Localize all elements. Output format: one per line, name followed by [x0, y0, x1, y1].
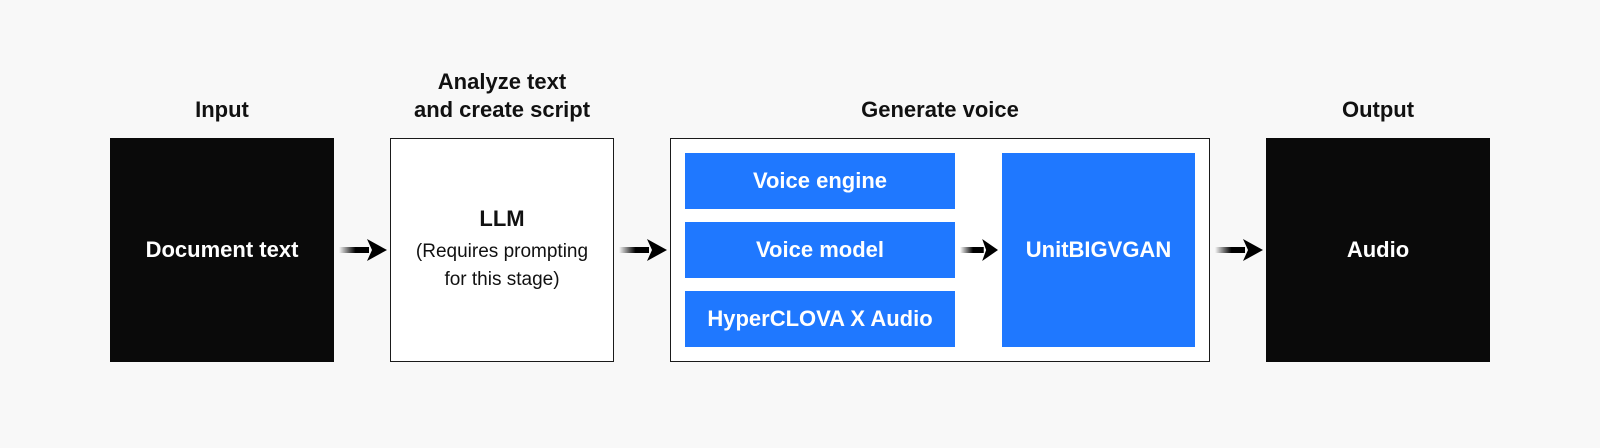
arrow-icon [1215, 239, 1263, 261]
voice-model-block: Voice model [685, 222, 955, 278]
llm-note-line2: for this stage) [444, 269, 560, 290]
arrow-icon [339, 239, 387, 261]
audio-box: Audio [1266, 138, 1490, 362]
analyze-title-line1: Analyze text [437, 69, 567, 94]
arrow-icon [960, 239, 998, 261]
generate-stage-title: Generate voice [861, 97, 1019, 122]
voice-engine-block: Voice engine [685, 153, 955, 209]
output-stage-title: Output [1341, 97, 1415, 122]
document-text-box: Document text [110, 138, 334, 362]
input-stage-title: Input [195, 97, 249, 122]
llm-label: LLM [479, 206, 525, 231]
llm-note-line1: (Requires prompting [415, 241, 589, 262]
arrow-icon [619, 239, 667, 261]
hyperclova-x-audio-block: HyperCLOVA X Audio [685, 291, 955, 347]
document-text-label: Document text [145, 237, 299, 262]
analyze-stage-title: Analyze text and create script [390, 68, 614, 124]
audio-label: Audio [1346, 237, 1410, 262]
unitbigvgan-block: UnitBIGVGAN [1002, 153, 1195, 347]
analyze-title-line2: and create script [413, 97, 591, 122]
llm-box: LLM (Requires prompting for this stage) [390, 138, 614, 362]
